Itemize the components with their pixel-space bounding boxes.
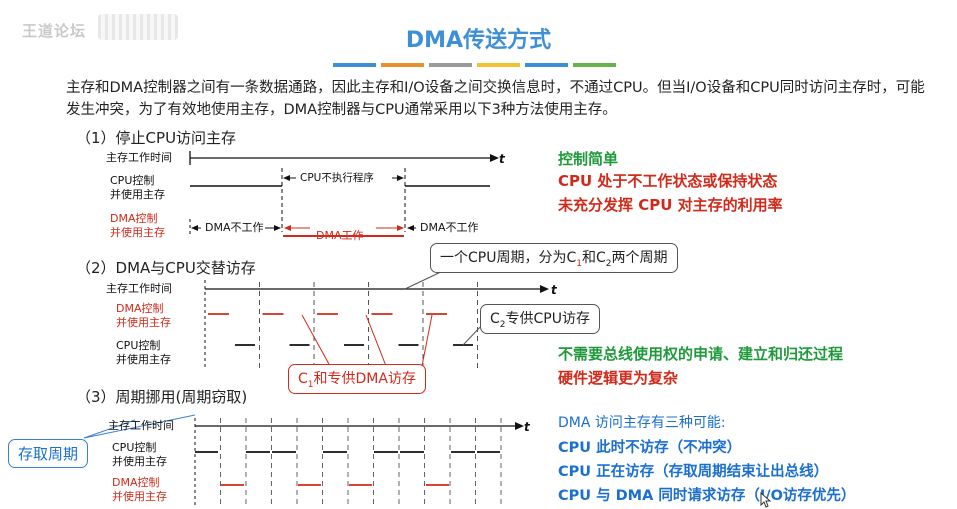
callout-c1-sub: 1	[307, 379, 314, 390]
section2-diagram	[204, 269, 549, 368]
callout-cycle-mid: 和C	[581, 250, 606, 266]
title-color-bar	[429, 63, 472, 67]
s3-note-2: CPU 正在访存（存取周期结束让出总线）	[558, 464, 829, 480]
s3-dma-label-1: DMA控制	[112, 476, 160, 489]
s1-cpu-label-2: 并使用主存	[110, 188, 165, 201]
callout-c1-post: 和专供DMA访存	[313, 371, 416, 387]
s1-cpu-label-1: CPU控制	[110, 174, 155, 187]
s1-cpu-gap-label: CPU不执行程序	[300, 172, 374, 184]
s3-cpu-label-2: 并使用主存	[112, 455, 167, 468]
s1-note-1: 控制简单	[558, 150, 619, 168]
s2-cpu-label-2: 并使用主存	[116, 353, 171, 366]
s2-note-1: 不需要总线使用权的申请、建立和归还过程	[558, 345, 844, 363]
s2-note-2: 硬件逻辑更为复杂	[558, 369, 679, 387]
callout-c1: C1和专供DMA访存	[288, 364, 426, 394]
callout-cycle-sub1: 1	[576, 258, 582, 269]
section3-heading: （3）周期挪用(周期窃取)	[76, 388, 248, 406]
callout-c2-pre: C	[490, 311, 500, 327]
s3-dma-label-2: 并使用主存	[112, 490, 167, 503]
s2-cpu-label-1: CPU控制	[116, 339, 161, 352]
callout-access-cycle: 存取周期	[8, 439, 89, 468]
title-color-bar	[477, 63, 520, 67]
callout-c2: C2专供CPU访存	[480, 304, 600, 334]
s3-mem-label: 主存工作时间	[108, 419, 174, 432]
callout-c2-post: 专供CPU访存	[505, 311, 590, 327]
s2-mem-label: 主存工作时间	[106, 282, 172, 295]
s3-note-1: CPU 此时不访存（不冲突）	[558, 440, 742, 456]
s3-cpu-label-1: CPU控制	[112, 441, 157, 454]
callout-c1-pre: C	[298, 371, 308, 387]
s1-dma-label: DMA控制 并使用主存	[110, 212, 165, 240]
title-color-bar	[573, 63, 616, 67]
s1-dma-label-1: DMA控制	[110, 212, 158, 225]
callout-cycle-post: 两个周期	[611, 250, 668, 266]
s2-dma-label-1: DMA控制	[116, 302, 164, 315]
s1-dma-work: DMA工作	[316, 229, 364, 242]
title-color-bar	[333, 63, 376, 67]
s1-dma-idle-left: DMA不工作	[205, 221, 264, 234]
s1-dma-label-2: 并使用主存	[110, 226, 165, 239]
section3-diagram	[83, 414, 524, 505]
section1-diagram	[189, 151, 499, 237]
s1-note-2: CPU 处于不工作状态或保持状态	[558, 172, 778, 190]
s1-cpu-label: CPU控制 并使用主存	[110, 174, 165, 202]
callout-cycle-pre: 一个CPU周期，分为C	[440, 250, 577, 266]
s1-mem-arrow	[490, 154, 499, 162]
s2-dma-label: DMA控制 并使用主存	[116, 302, 171, 330]
s3-dma-label: DMA控制 并使用主存	[112, 476, 167, 504]
s3-cpu-label: CPU控制 并使用主存	[112, 441, 167, 469]
callout-cycle-sub2: 2	[605, 258, 612, 269]
s2-cpu-label: CPU控制 并使用主存	[116, 339, 171, 367]
s1-mem-label: 主存工作时间	[106, 151, 172, 164]
s2-t-label: t	[551, 283, 557, 297]
watermark-scribble	[98, 14, 178, 40]
s1-note-3: 未充分发挥 CPU 对主存的利用率	[558, 196, 783, 214]
slide-title: DMA传送方式	[405, 28, 552, 53]
mouse-cursor-icon	[760, 492, 772, 508]
s2-dma-label-2: 并使用主存	[116, 316, 171, 329]
s3-t-label: t	[524, 420, 530, 434]
section2-heading: （2）DMA与CPU交替访存	[76, 259, 256, 277]
s3-notes-head: DMA 访问主存有三种可能:	[558, 415, 726, 431]
intro-paragraph: 主存和DMA控制器之间有一条数据通路，因此主存和I/O设备之间交换信息时，不通过…	[66, 80, 925, 118]
s1-dma-idle-right: DMA不工作	[420, 221, 479, 234]
title-color-bar	[525, 63, 568, 67]
section1-heading: （1）停止CPU访问主存	[76, 129, 237, 147]
s1-t-label: t	[499, 152, 505, 166]
title-color-bar	[381, 63, 424, 67]
callout-cpu-cycle: 一个CPU周期，分为C1和C2两个周期	[430, 243, 678, 273]
watermark-logo: 王道论坛	[22, 22, 87, 40]
callout-c2-sub: 2	[499, 319, 506, 330]
s3-note-3: CPU 与 DMA 同时请求访存（I/O访存优先）	[558, 488, 856, 504]
